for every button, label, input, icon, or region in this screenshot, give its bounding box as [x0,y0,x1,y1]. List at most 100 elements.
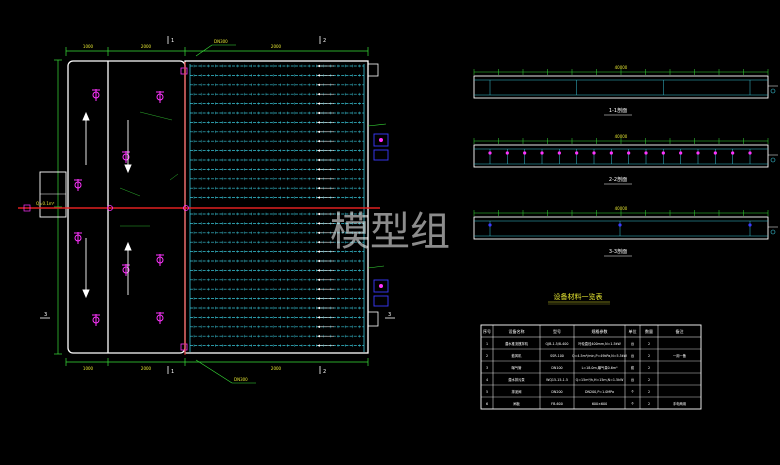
section-fitting [661,151,665,155]
flow-arrowhead [317,288,320,291]
table-cell: 2 [648,378,650,382]
table-header-cell: 设备名称 [509,328,525,334]
elev-circle [770,157,776,163]
flow-arrowhead [317,231,320,234]
section-markers [40,36,395,374]
equipment-symbols [74,67,188,351]
section-title: 2-2剖面 [609,176,627,183]
flow-arrowhead [317,187,320,190]
aeration-grid [189,64,365,352]
table-cell: 潜水推流搅拌机 [505,341,529,346]
flow-arrowhead [317,149,320,152]
flow-arrowhead [317,325,320,328]
flow-arrowhead [317,306,320,310]
table-cell: 鼓风机 [512,353,523,358]
table-cell: DN200,P=1.0MPa [585,390,614,394]
leader [169,173,179,181]
section-dim-text: 40000 [615,206,628,211]
table-cell: 600×600 [592,402,607,406]
watermark: 模型组 [330,209,450,255]
table-cell: WQ15-15-1.5 [546,378,568,382]
valve-symbol [180,343,188,351]
right-side-equipment [367,63,389,327]
table-cell: 2 [648,366,650,370]
elev-circle [770,229,776,235]
table-cell: DN100 [551,366,562,370]
bottom-dim-3: 2000 [271,366,282,371]
section-fitting [592,151,596,155]
section-tank [473,216,769,240]
table-cell: Q=4.5m³/min,P=49kPa,N=5.5kW [572,354,628,358]
top-dim-1: 1000 [83,44,94,49]
flow-arrowhead [317,102,320,105]
table-cell: 套 [631,365,635,370]
table-frame [480,324,702,410]
flow-arrowhead [317,111,320,115]
flow-arrowhead [317,64,320,68]
table-cell: 1 [486,342,488,346]
section-fitting [488,151,492,155]
flow-arrowhead [317,222,320,225]
table-cell: 排泥阀 [512,389,522,394]
table-cell: 2 [648,390,650,394]
section-tank [473,144,769,168]
top-dim-3: 2000 [271,44,282,49]
table-cell: Q=15m³/h,H=15m,N=1.5kW [576,378,624,382]
flow-arrowhead [317,335,320,338]
leader [119,187,141,197]
pipe-label-top: DN300 [214,39,228,44]
table-cell: L=18.0m,曝气量0.6m³ [582,365,619,370]
flow-arrowhead [317,241,320,244]
top-dimension-line [65,47,369,56]
table-cell: 闸板 [513,401,520,406]
section-fitting [557,151,561,155]
table-cell: 叶轮直径400mm,N=1.5kW [578,341,621,346]
table-cell: 台 [631,353,635,358]
section-fitting [748,223,752,227]
section-fitting [731,151,735,155]
section-fitting [748,151,752,155]
main-pipe [18,62,380,355]
flow-arrowhead [317,130,320,133]
flow-arrowhead [317,269,320,272]
left-dimension-line [54,59,62,355]
table-cell: 6 [486,402,488,406]
bottom-dimension-line [65,358,369,366]
section-tank [473,75,769,99]
inlet-label: Q=0.1m³ [36,201,55,206]
section-mark-3a: 3 [44,312,47,318]
flow-arrowhead [317,83,320,86]
table-cell: 4 [486,378,488,382]
table-header-cell: 备注 [676,328,684,334]
section-fitting [575,151,579,155]
section-fitting [488,223,492,227]
flow-arrowhead [317,168,320,171]
table-cell: 个 [631,389,635,394]
leader-lines [195,44,387,384]
section-fitting [609,151,613,155]
pipe-label-bottom: DN300 [234,377,248,382]
flow-arrowhead [317,212,320,216]
section-fitting [713,151,717,155]
table-header-cell: 规格参数 [592,328,608,334]
section-fitting [540,151,544,155]
section-fitting [627,151,631,155]
table-cell: 一用一备 [673,353,687,358]
flow-arrows [82,111,132,299]
leader [139,111,173,121]
table-cell: SSR-100 [550,354,564,358]
table-cell: DN200 [551,390,562,394]
flow-arrowhead [317,158,320,162]
table-cell: QJB-1.5/8-400 [546,342,569,346]
elev-circle [770,88,776,94]
flow-arrowhead [317,93,320,96]
section-fitting [644,151,648,155]
flow-arrowhead [317,74,320,77]
flow-arrowhead [317,344,320,347]
